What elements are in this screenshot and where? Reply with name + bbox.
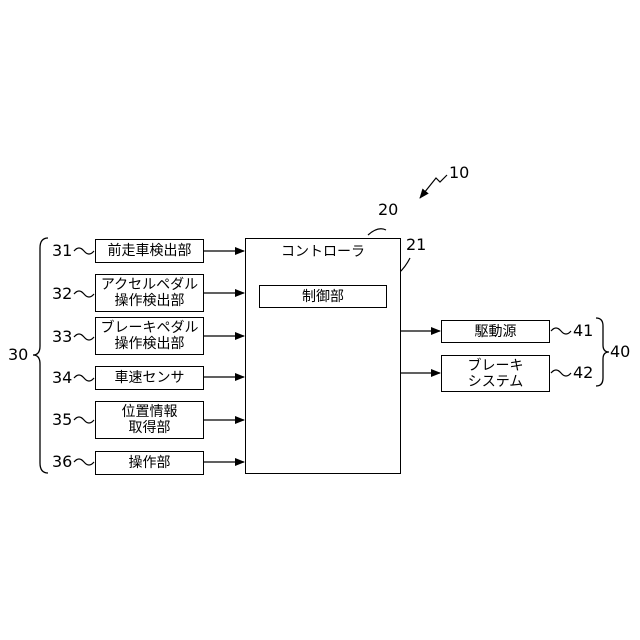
input-label-31: 前走車検出部 <box>108 243 192 259</box>
input-label-33-line2: 操作検出部 <box>115 336 185 352</box>
ref-leader-36 <box>74 459 94 465</box>
output-label-41: 駆動源 <box>475 324 517 340</box>
input-label-32-line2: 操作検出部 <box>115 293 185 309</box>
input-block-36: 操作部 <box>95 451 204 475</box>
input-block-34: 車速センサ <box>95 366 204 390</box>
input-group-brace <box>33 238 48 473</box>
output-block-42: ブレーキ システム <box>441 355 550 392</box>
ref-leader-41 <box>551 328 571 334</box>
output-block-41: 駆動源 <box>441 320 550 343</box>
ref-system: 10 <box>449 164 469 182</box>
ref-leader-42 <box>551 370 571 376</box>
input-label-32-line1: アクセルペダル <box>101 277 198 293</box>
ref-leader-33 <box>74 334 94 340</box>
controller-block <box>245 238 401 474</box>
input-block-31: 前走車検出部 <box>95 239 204 263</box>
ref-input-34: 34 <box>52 369 72 387</box>
ref-input-33: 33 <box>52 328 72 346</box>
input-block-32: アクセルペダル 操作検出部 <box>95 274 204 312</box>
ref-controller: 20 <box>378 201 398 219</box>
ref-input-35: 35 <box>52 411 72 429</box>
ref-input-31: 31 <box>52 242 72 260</box>
input-label-36: 操作部 <box>129 455 171 471</box>
input-label-35-line1: 位置情報 <box>122 404 178 420</box>
controller-label: コントローラ <box>245 244 401 260</box>
ref-output-group: 40 <box>610 343 630 361</box>
ref-leader-31 <box>74 248 94 254</box>
ref-leader-32 <box>74 291 94 297</box>
control-unit-block: 制御部 <box>259 285 387 308</box>
ref-input-group: 30 <box>8 346 28 364</box>
ref-input-36: 36 <box>52 453 72 471</box>
input-label-34: 車速センサ <box>115 370 185 386</box>
ref-leader-35 <box>74 417 94 423</box>
ref-input-32: 32 <box>52 285 72 303</box>
ref-output-41: 41 <box>573 322 593 340</box>
input-block-33: ブレーキペダル 操作検出部 <box>95 317 204 355</box>
input-label-33-line1: ブレーキペダル <box>101 320 199 336</box>
system-leader-line <box>420 175 447 198</box>
output-group-brace <box>596 318 609 386</box>
ref-output-42: 42 <box>573 364 593 382</box>
output-label-42-line1: ブレーキ <box>468 358 524 374</box>
input-label-35-line2: 取得部 <box>129 420 171 436</box>
ref-control-unit: 21 <box>406 236 426 254</box>
ref-leader-34 <box>74 375 94 381</box>
input-block-35: 位置情報 取得部 <box>95 401 204 439</box>
output-label-42-line2: システム <box>468 374 524 390</box>
controller-leader-line <box>368 229 386 235</box>
